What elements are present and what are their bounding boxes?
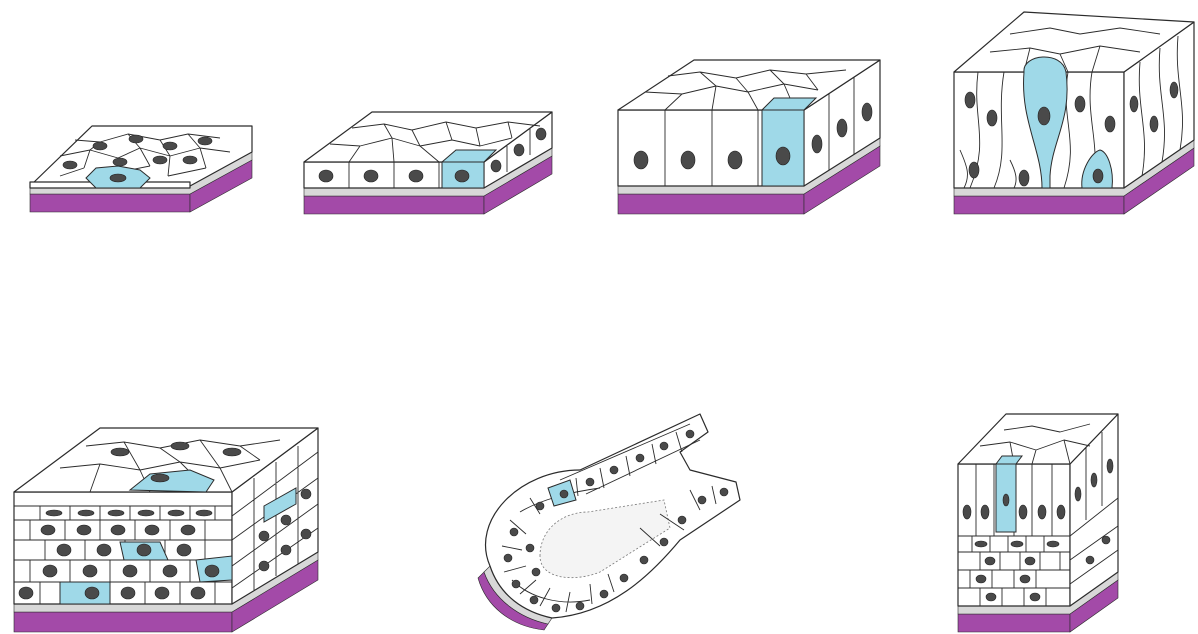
basement-membrane-front <box>618 194 804 214</box>
basement-membrane-front <box>14 612 232 632</box>
basement-membrane-front <box>30 194 190 212</box>
basement-membrane-front <box>954 196 1124 214</box>
basement-membrane-front <box>958 614 1070 632</box>
basement-membrane-front <box>304 196 484 214</box>
stratified-columnar-epithelium-panel <box>958 414 1118 632</box>
stratified-squamous-epithelium-panel <box>14 428 318 632</box>
pseudostratified-columnar-epithelium-panel <box>954 12 1194 214</box>
